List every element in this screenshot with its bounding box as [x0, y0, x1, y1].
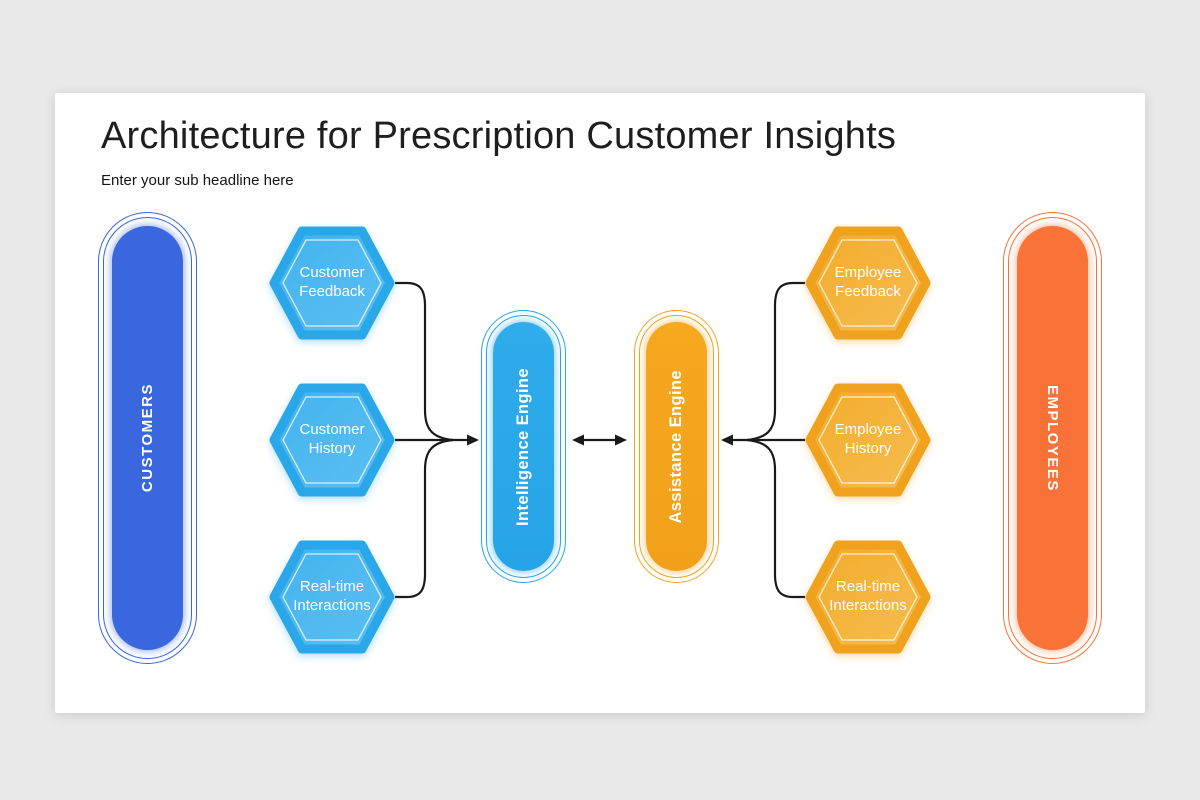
assistance-engine-capsule: Assistance Engine [634, 310, 719, 583]
connector-employee-feedback-line [746, 281, 805, 442]
assistance-engine-label: Assistance Engine [667, 369, 685, 524]
slide-header: Architecture for Prescription Customer I… [101, 115, 896, 189]
employees-label: EMPLOYEES [1044, 384, 1061, 492]
architecture-diagram: CUSTOMERS Customer Feedback Customer His… [55, 93, 1145, 713]
connector-employee-realtime-line [746, 438, 805, 599]
hexagon-shape [269, 383, 395, 497]
slide-card: Architecture for Prescription Customer I… [55, 93, 1145, 713]
hexagon-shape [805, 540, 931, 654]
employee-history-hexagon: Employee History [804, 382, 932, 498]
intelligence-engine-inner-ring: Intelligence Engine [486, 315, 561, 578]
intelligence-engine-fill: Intelligence Engine [493, 322, 554, 571]
connector-customer-realtime-line [395, 438, 454, 599]
assistance-engine-fill: Assistance Engine [646, 322, 707, 571]
page-title: Architecture for Prescription Customer I… [101, 115, 897, 157]
employee-feedback-hexagon: Employee Feedback [804, 225, 932, 341]
customers-label: CUSTOMERS [139, 383, 156, 493]
page-subtitle: Enter your sub headline here [101, 172, 294, 189]
employee-realtime-hexagon: Real-time Interactions [804, 539, 932, 655]
intelligence-engine-label: Intelligence Engine [514, 367, 532, 526]
employees-capsule: EMPLOYEES [1003, 212, 1102, 664]
arrowhead-into-assistance-engine [721, 434, 733, 446]
customer-history-hexagon: Customer History [268, 382, 396, 498]
customers-capsule-inner-ring: CUSTOMERS [103, 217, 192, 659]
customers-capsule-fill: CUSTOMERS [112, 226, 183, 650]
intelligence-engine-capsule: Intelligence Engine [481, 310, 566, 583]
hexagon-shape [269, 540, 395, 654]
employees-capsule-fill: EMPLOYEES [1017, 226, 1088, 650]
customer-realtime-label: Real-time Interactions [293, 578, 371, 614]
employee-realtime-label: Real-time Interactions [829, 578, 907, 614]
customer-realtime-hexagon: Real-time Interactions [268, 539, 396, 655]
hexagon-shape [805, 383, 931, 497]
arrowhead-into-intelligence-engine [467, 434, 479, 446]
customer-history-label: Customer History [299, 421, 365, 457]
connector-customer-feedback-line [395, 281, 454, 442]
customers-capsule: CUSTOMERS [98, 212, 197, 664]
customer-feedback-label: Customer Feedback [299, 264, 365, 300]
arrowhead-engines-right [615, 434, 627, 446]
hexagon-shape [805, 226, 931, 340]
hexagon-shape [269, 226, 395, 340]
employee-feedback-label: Employee Feedback [834, 264, 902, 300]
employee-history-label: Employee History [834, 421, 902, 457]
customer-feedback-hexagon: Customer Feedback [268, 225, 396, 341]
arrowhead-engines-left [572, 434, 584, 446]
employees-capsule-inner-ring: EMPLOYEES [1008, 217, 1097, 659]
connector-layer [395, 281, 805, 599]
assistance-engine-inner-ring: Assistance Engine [639, 315, 714, 578]
